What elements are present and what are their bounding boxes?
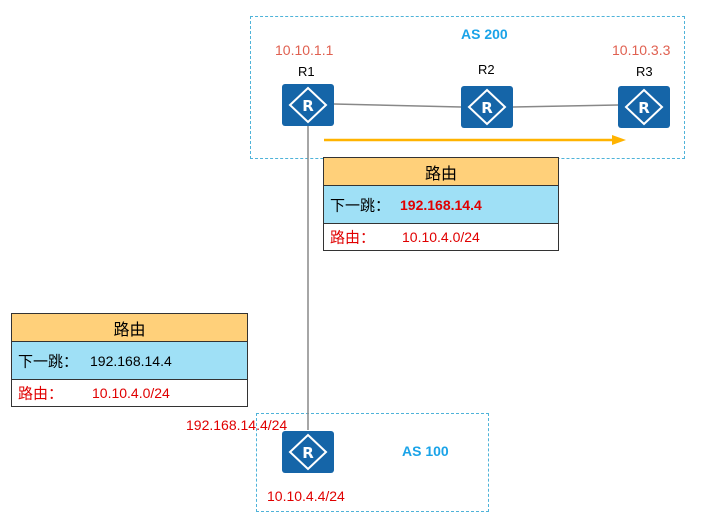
router-r4-icon: R <box>282 431 334 473</box>
nexthop-label: 下一跳： <box>330 196 391 214</box>
router-r1-ip: 10.10.1.1 <box>275 42 334 58</box>
svg-text:R: R <box>638 99 650 117</box>
route-table-as200: 路由 下一跳： 192.168.14.4 路由： 10.10.4.0/24 <box>323 157 559 251</box>
router-r1-icon: R <box>282 84 334 126</box>
router-r2-icon: R <box>461 86 513 128</box>
link-r1-r2 <box>333 103 462 108</box>
router-r1-name: R1 <box>298 64 315 79</box>
router-r3-name: R3 <box>636 64 653 79</box>
route-label: 路由： <box>330 228 376 247</box>
nexthop-label: 下一跳： <box>18 352 79 370</box>
svg-text:R: R <box>302 97 314 115</box>
router-r2-name: R2 <box>478 62 495 77</box>
route-label: 路由： <box>18 384 64 403</box>
router-r3-ip: 10.10.3.3 <box>612 42 671 58</box>
route-table-nexthop-row: 下一跳： 192.168.14.4 <box>324 186 558 224</box>
route-table-header: 路由 <box>12 314 247 342</box>
router-r3-icon: R <box>618 86 670 128</box>
route-table-as100: 路由 下一跳： 192.168.14.4 路由： 10.10.4.0/24 <box>11 313 248 407</box>
route-table-header: 路由 <box>324 158 558 186</box>
as100-boundary <box>256 413 489 512</box>
svg-text:R: R <box>481 99 493 117</box>
route-value: 10.10.4.0/24 <box>402 229 480 245</box>
route-value: 10.10.4.0/24 <box>92 385 170 401</box>
as200-label: AS 200 <box>461 26 508 42</box>
route-table-route-row: 路由： 10.10.4.0/24 <box>324 224 558 250</box>
link-r2-r3 <box>512 104 619 108</box>
router-r4-ip: 10.10.4.4/24 <box>267 488 345 504</box>
nexthop-value: 192.168.14.4 <box>90 352 172 369</box>
as100-label: AS 100 <box>402 443 449 459</box>
route-table-route-row: 路由： 10.10.4.0/24 <box>12 380 247 406</box>
svg-text:R: R <box>302 444 314 462</box>
router-r4-link-ip: 192.168.14.4/24 <box>186 417 288 433</box>
route-advertise-arrowhead <box>612 135 626 145</box>
route-table-nexthop-row: 下一跳： 192.168.14.4 <box>12 342 247 380</box>
nexthop-value: 192.168.14.4 <box>400 196 482 213</box>
